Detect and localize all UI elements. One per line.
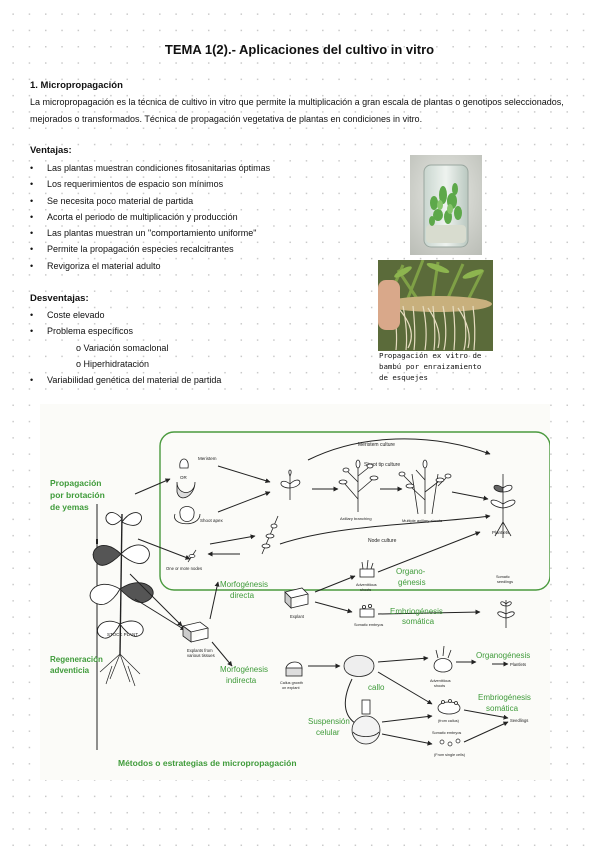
label-or: OR (180, 475, 188, 480)
list-sub-item: o Hiperhidratación (76, 358, 150, 369)
label-morfogenesis-directa: Morfogénesis directa (220, 580, 268, 600)
somatic-embryos-small (359, 603, 375, 618)
page-title: TEMA 1(2).- Aplicaciones del cultivo in … (164, 42, 435, 57)
label-stock-plant: STOCK PLANT (107, 632, 138, 637)
label-meristem: Meristem (198, 456, 217, 461)
list-item: Coste elevado (30, 307, 221, 324)
somatic-seedlings-drawing (497, 600, 515, 628)
label-shoot-tip-culture: Shoot tip culture (364, 462, 400, 468)
svg-text:de yemas: de yemas (50, 502, 89, 512)
label-embriogenesis-bottom: Embriogénesis somática (478, 693, 531, 713)
label-explant: Explant (290, 614, 305, 619)
list-item: Se necesita poco material de partida (30, 193, 270, 210)
explant-block (284, 587, 309, 609)
one-or-more-nodes-drawing (187, 549, 197, 563)
label-adventitious-shoots: Adventitious (356, 583, 377, 587)
svg-text:Morfogénesis: Morfogénesis (220, 665, 268, 674)
label-seedlings: Seedlings (510, 718, 528, 723)
photo-caption: Propagación ex vitro de bambú por enraiz… (379, 351, 482, 382)
label-axillary-branching: Axillary branching (340, 516, 372, 521)
list-sub-item: o Variación somaclonal (76, 342, 169, 353)
adventitious-shoots-callus (433, 645, 453, 673)
svg-text:Morfogénesis: Morfogénesis (220, 580, 268, 589)
svg-text:somática: somática (486, 704, 519, 713)
list-item: Variabilidad genética del material de pa… (30, 372, 221, 389)
list-item: Las plantas muestran condiciones fitosan… (30, 160, 270, 177)
list-item: Los requerimientos de espacio son mínimo… (30, 176, 270, 193)
svg-text:shoots: shoots (360, 588, 371, 592)
adventitious-shoots-small (359, 559, 375, 578)
node-stem-drawing (261, 515, 279, 555)
small-plantlet-icon (280, 469, 301, 500)
svg-text:Embriogénesis: Embriogénesis (478, 693, 531, 702)
svg-text:Organo-: Organo- (396, 567, 426, 576)
label-organogenesis-callus: Organogénesis (476, 651, 530, 660)
meristem-drawings (174, 458, 201, 525)
svg-text:Embriogénesis: Embriogénesis (390, 607, 443, 616)
label-somatic-embryos-2: Somatic embryos (432, 731, 461, 735)
svg-text:Suspensión: Suspensión (308, 717, 350, 726)
svg-text:directa: directa (230, 591, 255, 600)
label-embriogenesis-top: Embriogénesis somática (390, 607, 443, 626)
micropropagacion-paragraph: La micropropagación es la técnica de cul… (30, 97, 564, 124)
callus-drawing (343, 655, 375, 677)
svg-text:por brotación: por brotación (50, 490, 105, 500)
label-meristem-culture: Meristem culture (358, 442, 395, 448)
ventajas-heading: Ventajas: (30, 145, 72, 156)
desventajas-heading: Desventajas: (30, 293, 89, 304)
photo-invitro-jar (410, 155, 482, 255)
label-organogenesis-top: Organo- génesis (396, 567, 426, 587)
list-item: Acorta el periodo de multiplicación y pr… (30, 209, 270, 226)
diagram-footer-caption: Métodos o estrategias de micropropagació… (118, 758, 297, 768)
label-from-callus: (from callus) (438, 719, 460, 723)
label-plantlets: Plantlets (492, 530, 510, 535)
axillary-branching-drawing (338, 459, 379, 512)
single-cell-embryos (439, 738, 461, 747)
photo-bambu-enraizamiento (378, 260, 493, 351)
label-multiple-axillary: Multiple axillary shoots (402, 518, 442, 523)
svg-text:seedlings: seedlings (497, 580, 513, 584)
callus-growth-drawing (285, 661, 303, 677)
svg-text:indirecta: indirecta (226, 676, 257, 685)
label-propagacion-brotacion: Propagación por brotación de yemas (50, 478, 105, 512)
svg-text:somática: somática (402, 617, 435, 626)
label-morfogenesis-indirecta: Morfogénesis indirecta (220, 665, 268, 685)
callus-embryos-drawing (437, 699, 461, 715)
label-callo: callo (368, 683, 385, 692)
list-item: Problema específicos (30, 323, 221, 340)
svg-text:adventicia: adventicia (50, 666, 90, 675)
suspension-flask (351, 699, 381, 745)
label-one-or-more-nodes: One or more nodes (166, 566, 202, 571)
label-somatic-seedlings: Somatic (496, 575, 510, 579)
svg-text:celular: celular (316, 728, 340, 737)
svg-text:various tissues: various tissues (187, 653, 215, 658)
label-regeneracion-adventicia: Regeneración adventicia (50, 655, 103, 675)
micropropagation-diagram: STOCK PLANT Propagación por brotación de… (40, 404, 550, 780)
svg-text:Propagación: Propagación (50, 478, 101, 488)
explants-box (182, 621, 209, 643)
desventajas-list: Coste elevado Problema específicos o Var… (30, 307, 221, 389)
stock-plant-drawing (89, 512, 154, 687)
label-adventitious-shoots-callus: Adventitious (430, 679, 451, 683)
label-somatic-embryos: Somatic embryos (354, 623, 383, 627)
label-node-culture: Node culture (368, 538, 397, 544)
multiple-axillary-drawing (398, 459, 452, 515)
ventajas-list: Las plantas muestran condiciones fitosan… (30, 160, 270, 274)
svg-text:génesis: génesis (398, 578, 426, 587)
svg-text:Regeneración: Regeneración (50, 655, 103, 664)
label-suspension-celular: Suspensión celular (308, 717, 350, 737)
svg-text:shoots: shoots (434, 684, 445, 688)
label-plantlets-callus: Plantlets (510, 662, 526, 667)
list-item: Las plantas muestran un "comportamiento … (30, 225, 270, 242)
label-callus-growth: Callus growth (280, 681, 303, 685)
section-heading-micropropagacion: 1. Micropropagación (30, 80, 123, 91)
label-shoot-apex: Shoot apex (200, 518, 224, 523)
plantlets-drawing (490, 474, 516, 538)
green-frame-box (159, 431, 550, 591)
svg-text:on explant: on explant (282, 686, 300, 690)
list-item: Revigoriza el material adulto (30, 258, 270, 275)
label-from-single-cells: (From single cells) (434, 753, 466, 757)
label-explants: Explants from (187, 648, 213, 653)
list-item: Permite la propagación especies recalcit… (30, 241, 270, 258)
